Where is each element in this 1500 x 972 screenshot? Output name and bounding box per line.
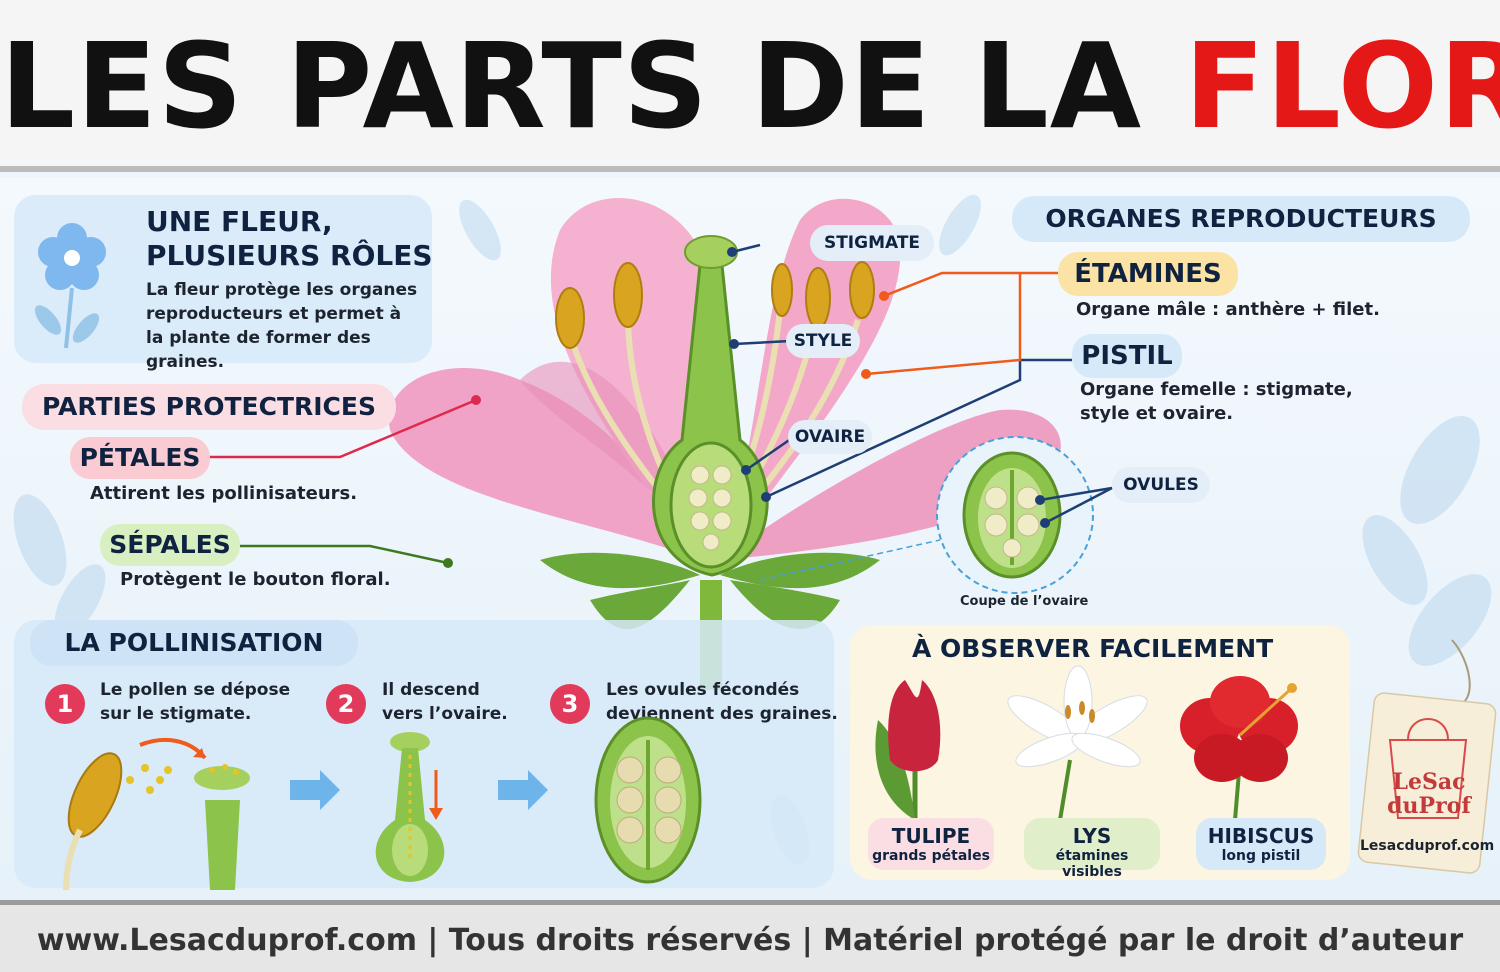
petals-desc: Attirent les pollinisateurs. [90,483,358,504]
leader-lines [210,243,1113,565]
step-3-number: 3 [550,684,590,724]
sepals-label: SÉPALES [100,524,240,566]
stigma-label: STIGMATE [810,225,934,261]
pistil-label: PISTIL [1072,334,1182,378]
pistil [652,235,769,577]
protective-heading: PARTIES PROTECTRICES [22,384,396,430]
sepals-desc: Protègent le bouton floral. [120,569,391,590]
reproductive-heading: ORGANES REPRODUCTEURS [1012,196,1470,242]
intro-text: La fleur protège les organes reproducteu… [146,280,418,372]
footer: www.Lesacduprof.com | Tous droits réserv… [0,900,1500,972]
style-label: STYLE [786,324,860,358]
brand-site: Lesacduprof.com [1360,838,1495,854]
title-accent: FLOR [1184,17,1500,155]
step-1-number: 1 [45,684,85,724]
step-2-number: 2 [326,684,366,724]
intro-title: UNE FLEUR, PLUSIEURS RÔLES [146,205,433,272]
pistil-desc: Organe femelle : stigmate, style et ovai… [1080,379,1353,424]
pollination-heading: LA POLLINISATION [30,620,358,666]
stamens-desc: Organe mâle : anthère + filet. [1076,299,1380,320]
background-leaves [13,194,1492,865]
ovary-cut [759,436,1094,594]
observe-heading: À OBSERVER FACILEMENT [912,634,1274,663]
stamens-label: ÉTAMINES [1058,252,1238,296]
leader-dots [443,247,1050,568]
ovary-cut-caption: Coupe de l’ovaire [960,594,1089,609]
header: LES PARTS DE LA FLOR [0,0,1500,172]
footer-text: www.Lesacduprof.com | Tous droits réserv… [36,923,1464,958]
ovules-label: OVULES [1112,467,1210,503]
ovary-label: OVAIRE [788,420,872,454]
petals-label: PÉTALES [70,437,210,479]
page-title: LES PARTS DE LA FLOR [0,6,1500,166]
